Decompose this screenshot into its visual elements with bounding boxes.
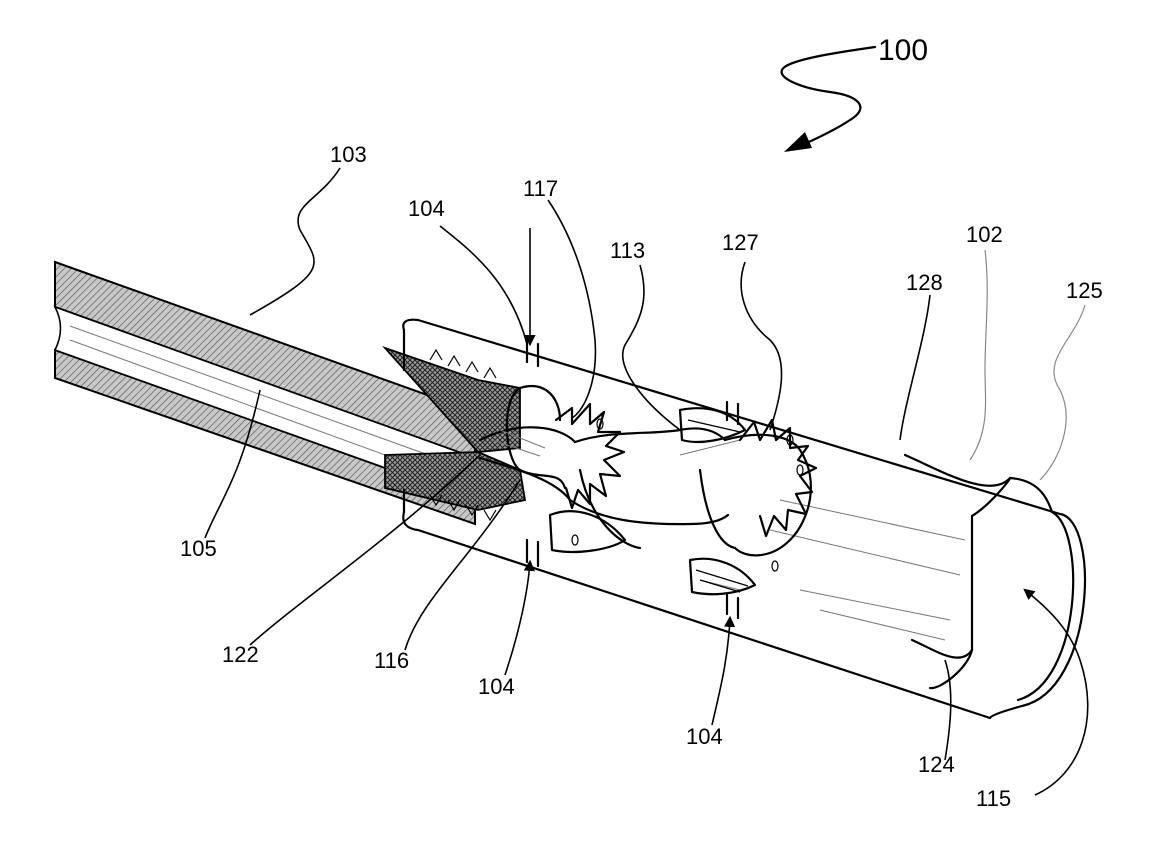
leader-lines — [204, 167, 1089, 796]
main-reference: 100 — [780, 34, 928, 152]
label-116: 116 — [374, 648, 409, 673]
label-125: 125 — [1066, 278, 1103, 303]
label-128: 128 — [906, 270, 943, 295]
label-104-top: 104 — [408, 196, 445, 221]
label-124: 124 — [918, 752, 955, 777]
label-127: 127 — [722, 230, 759, 255]
device-drawing — [53, 260, 1087, 720]
label-105: 105 — [180, 536, 217, 561]
label-113: 113 — [610, 238, 645, 263]
label-117: 117 — [523, 176, 558, 201]
label-100: 100 — [878, 34, 928, 67]
label-102: 102 — [966, 222, 1003, 247]
label-104-bottom-right: 104 — [686, 724, 723, 749]
reference-numerals: 103 104 117 113 127 102 128 125 105 122 … — [180, 142, 1103, 811]
label-104-bottom-left: 104 — [478, 674, 515, 699]
label-103: 103 — [330, 142, 367, 167]
label-115: 115 — [976, 786, 1011, 811]
arrow-icon — [784, 132, 812, 152]
label-122: 122 — [222, 642, 259, 667]
